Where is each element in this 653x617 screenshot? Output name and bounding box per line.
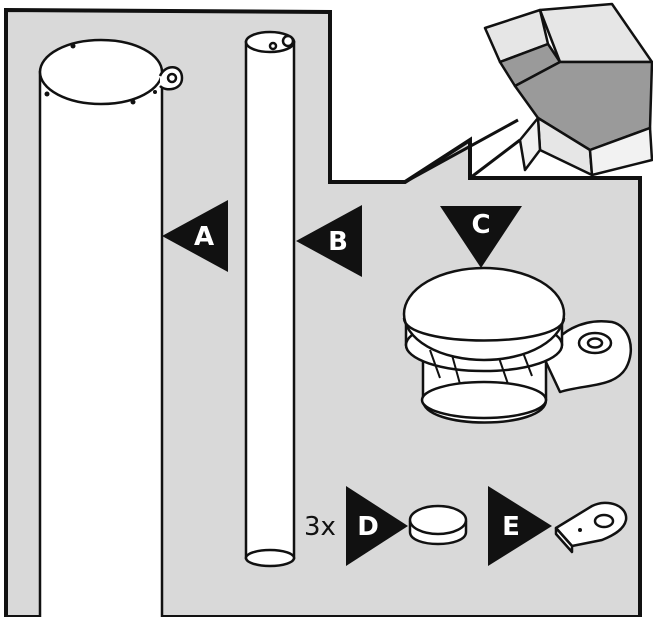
pointer-d-label: D bbox=[357, 512, 379, 542]
pointer-c: C bbox=[440, 206, 522, 268]
box-callout-lines bbox=[404, 118, 521, 184]
pointer-e: E bbox=[488, 486, 552, 566]
pointer-b: B bbox=[296, 205, 362, 277]
shipping-box-icon bbox=[483, 2, 653, 177]
part-a-post bbox=[38, 38, 184, 617]
pointer-c-label: C bbox=[471, 210, 490, 240]
pointer-a-label: A bbox=[194, 222, 214, 252]
part-c-cap bbox=[402, 266, 632, 424]
part-d-cap bbox=[408, 504, 468, 546]
pointer-d: D bbox=[346, 486, 408, 566]
pointer-a: A bbox=[162, 200, 228, 272]
grey-panel bbox=[4, 7, 642, 617]
pointer-e-label: E bbox=[502, 512, 520, 542]
part-e-bracket bbox=[554, 501, 628, 554]
pointer-b-label: B bbox=[328, 227, 348, 257]
part-b-pole bbox=[244, 30, 296, 568]
part-d-quantity: 3x bbox=[304, 512, 336, 542]
